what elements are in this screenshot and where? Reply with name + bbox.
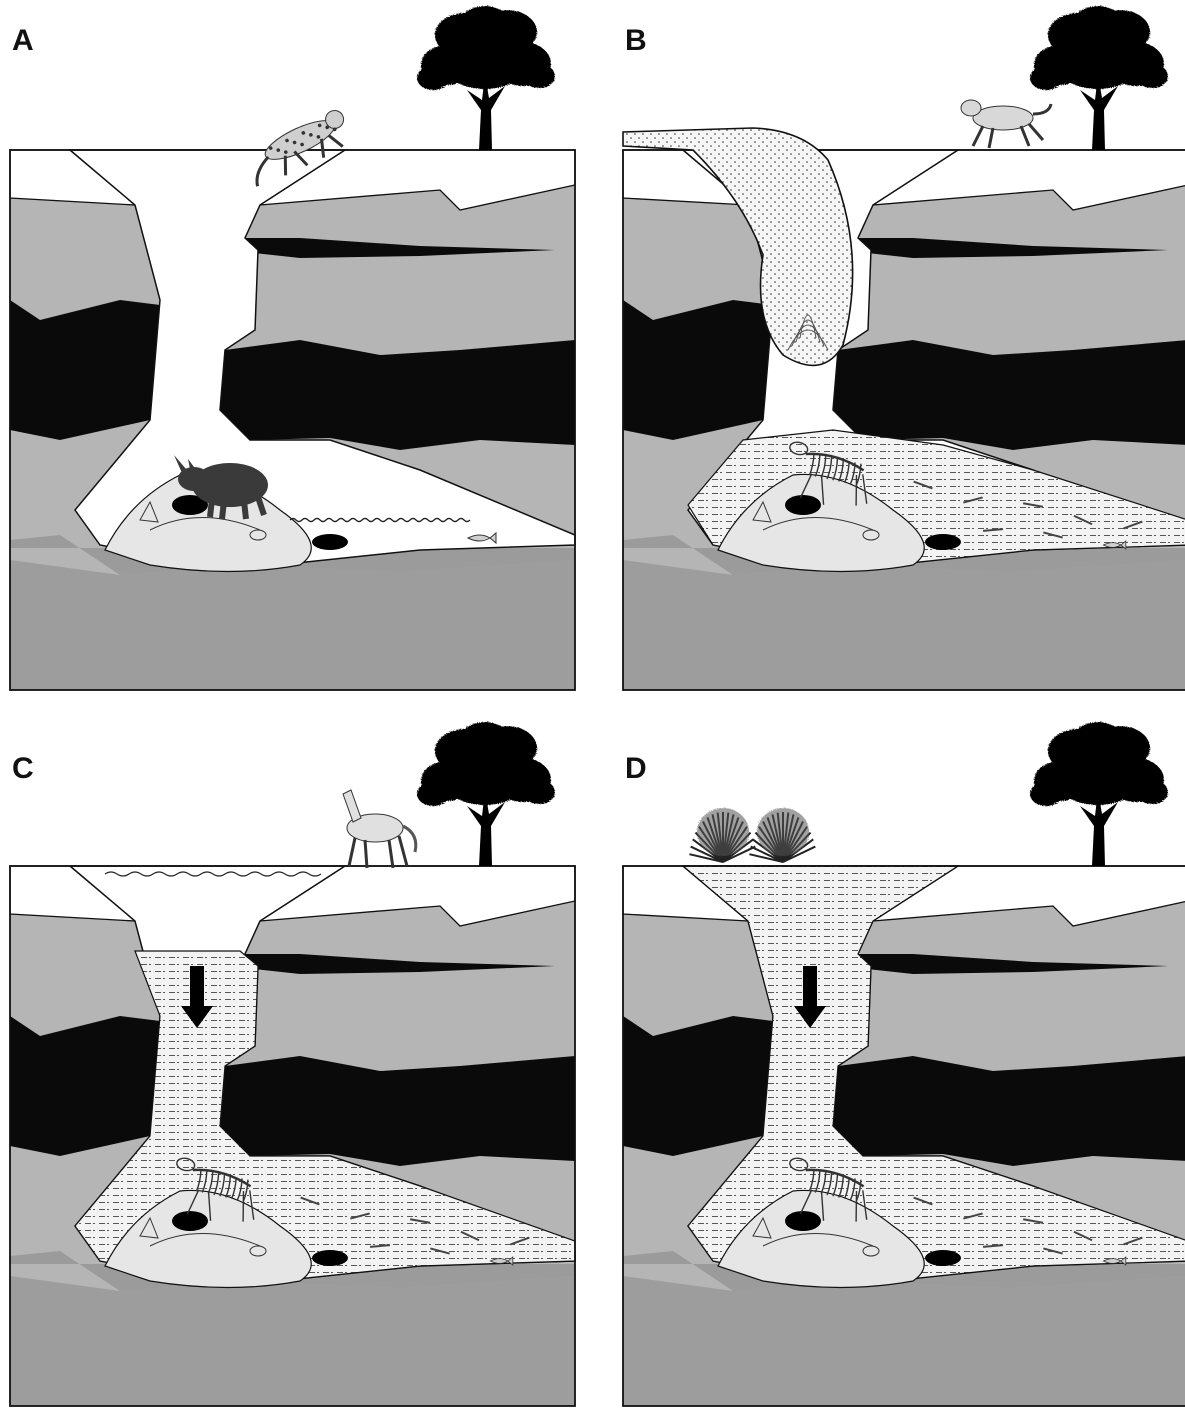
dark-band-right [220,340,575,450]
bedrock-layer [623,560,1185,690]
shrub-icon [689,808,755,862]
horse-icon [343,790,416,868]
boulder [785,1211,821,1231]
boulder [312,1250,348,1266]
boulder [925,534,961,550]
scene-b [613,0,1185,700]
dog-icon [961,100,1051,148]
boulder [925,1250,961,1266]
cross-section [10,722,575,1406]
dark-band-right [220,1056,575,1166]
shrub-icon [749,808,815,862]
tree-icon [417,722,555,866]
cross-section [623,6,1185,690]
tree-icon [417,6,555,150]
cross-section [10,6,575,690]
dark-band-left [10,300,160,440]
bedrock-layer [623,1276,1185,1406]
dark-band-left [623,1016,773,1156]
cross-section [623,722,1185,1406]
panel-c: C [0,730,585,1416]
dark-band-right [833,1056,1185,1166]
dark-band-left [623,300,773,440]
scene-d [613,730,1185,1416]
bedrock-layer [10,1276,575,1406]
boulder [785,495,821,515]
tree-icon [1030,6,1168,150]
boulder [312,534,348,550]
bedrock-layer [10,560,575,690]
tree-icon [1030,722,1168,866]
boulder [172,1211,208,1231]
dark-band-right [833,340,1185,450]
panel-d: D [613,730,1185,1416]
dark-band-left [10,1016,160,1156]
scene-c [0,730,585,1416]
panel-a: A [0,0,585,700]
scene-a [0,0,585,700]
panel-b: B [613,0,1185,700]
